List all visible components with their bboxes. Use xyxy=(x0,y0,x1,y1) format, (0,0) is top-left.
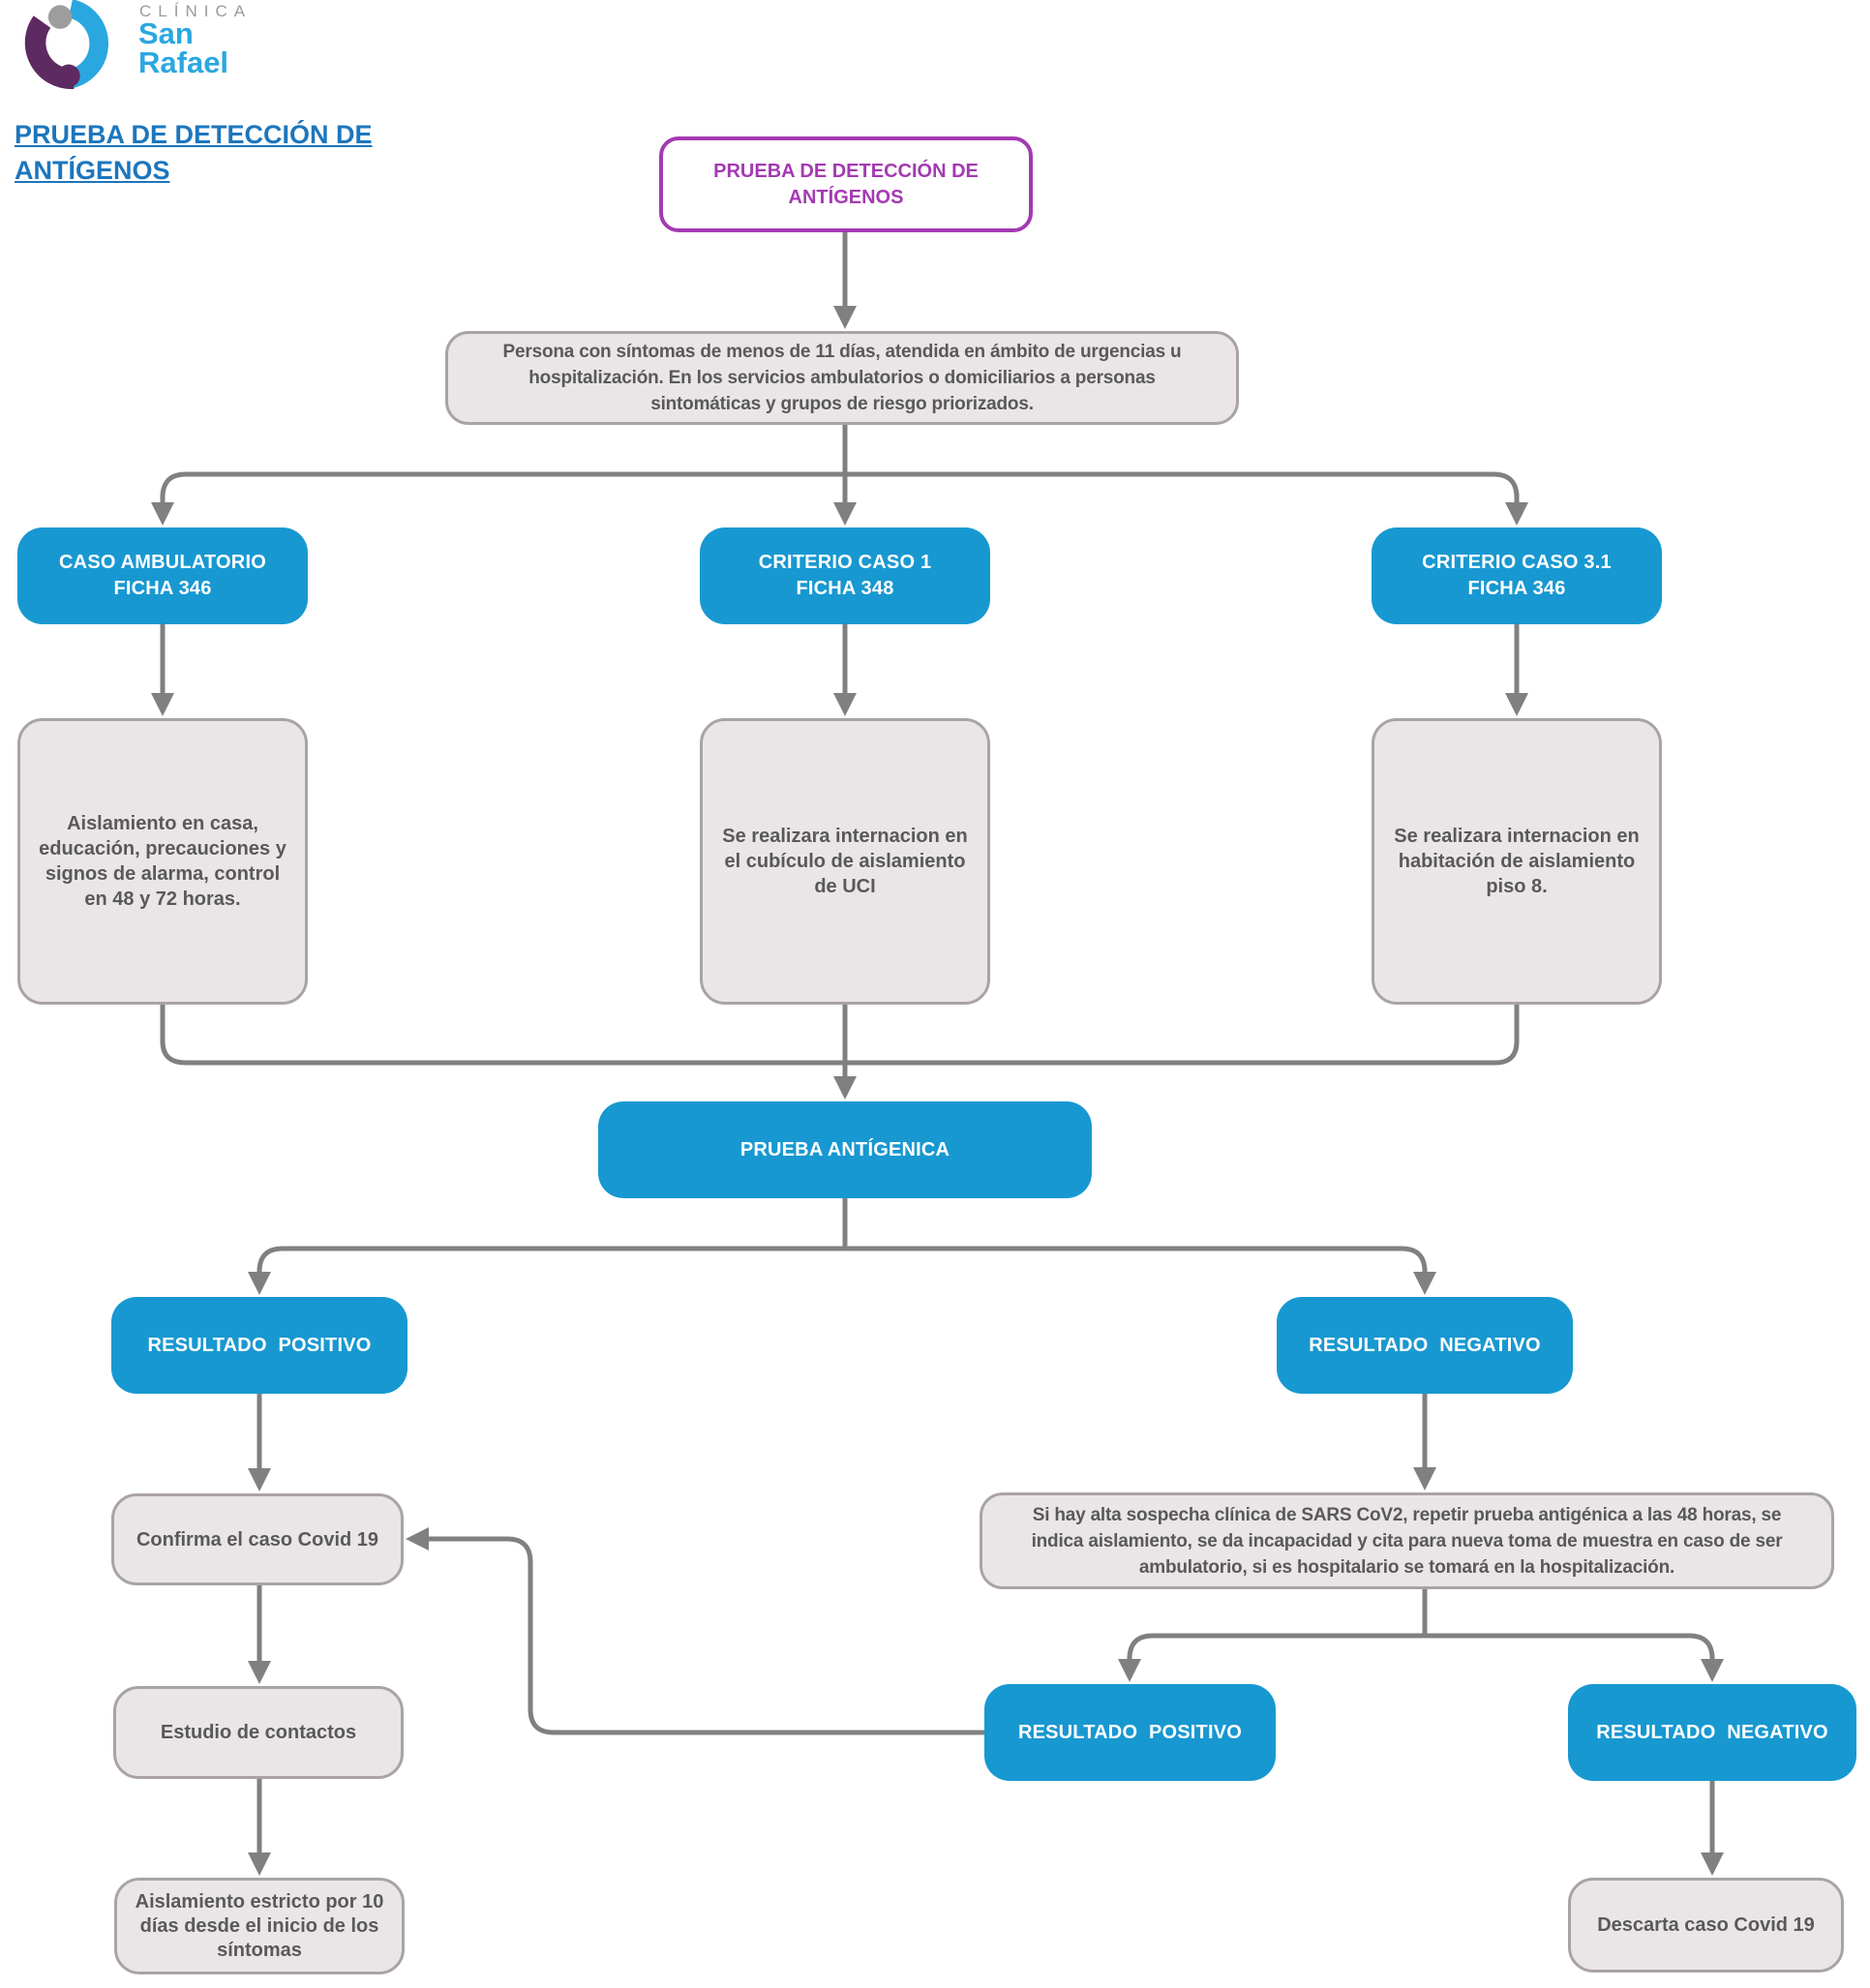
logo-clinica-label: CLÍNICA xyxy=(139,2,253,20)
node-prueba-antigenica: PRUEBA ANTÍGENICA xyxy=(598,1101,1092,1198)
clinic-logo-icon xyxy=(24,0,108,90)
node-repetir-prueba: Si hay alta sospecha clínica de SARS CoV… xyxy=(980,1492,1834,1589)
node-criterio-caso-1: CRITERIO CASO 1 FICHA 348 xyxy=(700,527,990,624)
node-confirma-caso: Confirma el caso Covid 19 xyxy=(111,1493,404,1585)
node-population-criteria: Persona con síntomas de menos de 11 días… xyxy=(445,331,1239,425)
node-internacion-uci: Se realizara internacion en el cubículo … xyxy=(700,718,990,1005)
node-descarta-caso: Descarta caso Covid 19 xyxy=(1568,1878,1844,1973)
node-resultado-positivo-1: RESULTADO POSITIVO xyxy=(111,1297,407,1394)
node-resultado-positivo-2: RESULTADO POSITIVO xyxy=(984,1684,1276,1781)
logo-name-line1: San xyxy=(138,16,194,50)
logo-name-line2: Rafael xyxy=(138,45,229,79)
node-aislamiento-estricto: Aislamiento estricto por 10 días desde e… xyxy=(114,1878,405,1974)
node-aislamiento-casa: Aislamiento en casa, educación, precauci… xyxy=(17,718,308,1005)
node-resultado-negativo-2: RESULTADO NEGATIVO xyxy=(1568,1684,1856,1781)
node-estudio-contactos: Estudio de contactos xyxy=(113,1686,404,1779)
connector-paths xyxy=(150,232,1725,1877)
node-caso-ambulatorio: CASO AMBULATORIO FICHA 346 xyxy=(17,527,308,624)
page-title-link[interactable]: PRUEBA DE DETECCIÓN DE ANTÍGENOS xyxy=(15,120,373,185)
node-internacion-piso-8: Se realizara internacion en habitación d… xyxy=(1372,718,1662,1005)
node-resultado-negativo-1: RESULTADO NEGATIVO xyxy=(1277,1297,1573,1394)
node-criterio-caso-3-1: CRITERIO CASO 3.1 FICHA 346 xyxy=(1372,527,1662,624)
node-start: PRUEBA DE DETECCIÓN DE ANTÍGENOS xyxy=(659,136,1033,232)
clinic-logo: CLÍNICA San Rafael xyxy=(17,0,288,97)
